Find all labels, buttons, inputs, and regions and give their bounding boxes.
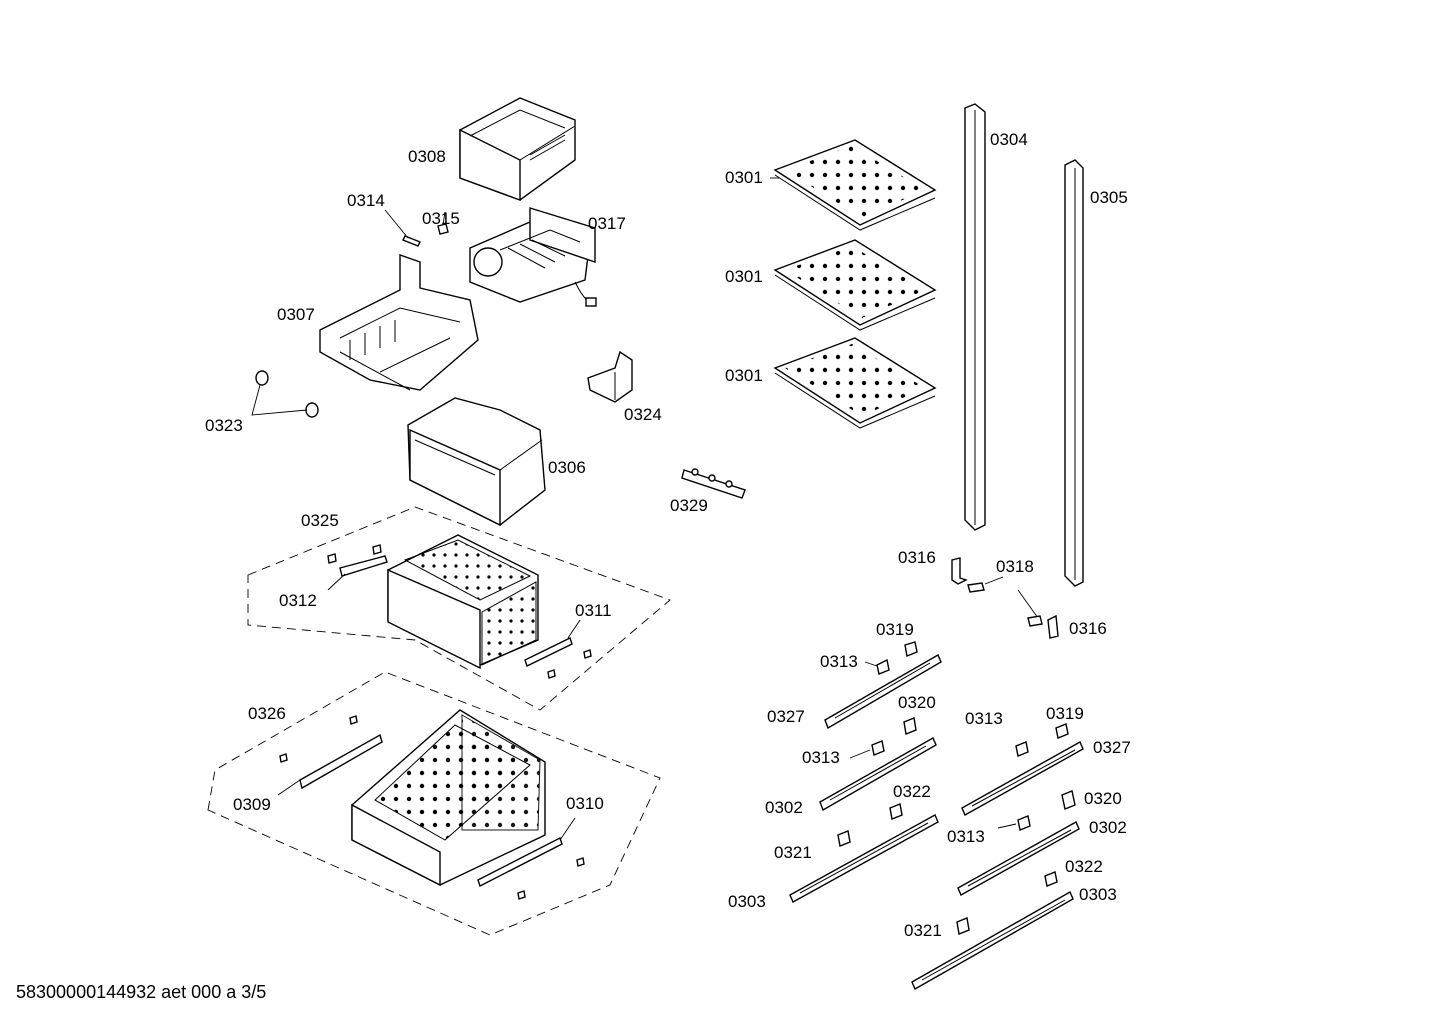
upright-0305 (1064, 159, 1084, 587)
label-0303-left: 0303 (728, 892, 766, 911)
label-0314: 0314 (347, 191, 385, 210)
label-0319-right: 0319 (1046, 704, 1084, 723)
label-0307: 0307 (277, 305, 315, 324)
footer-document-id: 58300000144932 aet 000 a 3/5 (16, 982, 266, 1002)
label-0313-d: 0313 (947, 827, 985, 846)
slide-0303-left (789, 803, 939, 903)
label-0319-left: 0319 (876, 620, 914, 639)
shelf-0301-middle (773, 239, 937, 331)
label-0310: 0310 (566, 794, 604, 813)
slide-0302-left (819, 717, 937, 812)
label-0308: 0308 (408, 147, 446, 166)
label-0318: 0318 (996, 557, 1034, 576)
label-0304: 0304 (990, 130, 1028, 149)
label-0305: 0305 (1090, 188, 1128, 207)
ice-tray-housing-0307 (319, 254, 479, 391)
label-0313-a: 0313 (820, 652, 858, 671)
label-0327-left: 0327 (767, 707, 805, 726)
label-0316-left: 0316 (898, 548, 936, 567)
clip-0314 (384, 209, 421, 247)
label-0301-middle: 0301 (725, 267, 763, 286)
brackets-0316-0318 (951, 557, 1059, 639)
label-0322-right: 0322 (1065, 857, 1103, 876)
label-0302-left: 0302 (765, 798, 803, 817)
bracket-0324 (587, 350, 633, 403)
nut-0315 (437, 211, 449, 235)
label-0322-left: 0322 (893, 782, 931, 801)
label-0309: 0309 (233, 795, 271, 814)
ice-container-0306 (407, 397, 546, 527)
label-0315: 0315 (422, 209, 460, 228)
label-0311: 0311 (575, 601, 612, 620)
slide-0303-right (911, 871, 1074, 990)
label-0326: 0326 (248, 704, 286, 723)
lower-drawer-group-0326 (207, 671, 661, 936)
label-0325: 0325 (301, 511, 339, 530)
ice-maker-0317 (469, 207, 597, 307)
shelf-0301-bottom (773, 337, 937, 429)
slide-0302-right (957, 790, 1080, 896)
label-0320-left: 0320 (898, 693, 936, 712)
upright-0304 (964, 103, 986, 531)
label-0327-right: 0327 (1093, 738, 1131, 757)
label-0324: 0324 (624, 405, 662, 424)
label-0316-right: 0316 (1069, 619, 1107, 638)
label-0302-right: 0302 (1089, 818, 1127, 837)
slide-0327-right (961, 723, 1084, 816)
ice-bucket-0308 (459, 97, 576, 202)
rail-0329 (681, 468, 746, 499)
label-0301-bottom: 0301 (725, 366, 763, 385)
label-0317: 0317 (588, 214, 626, 233)
label-0320-right: 0320 (1084, 789, 1122, 808)
feet-0323 (251, 370, 319, 418)
slide-0327-left (824, 641, 942, 730)
label-0301-top: 0301 (725, 168, 763, 187)
label-0321-left: 0321 (774, 843, 812, 862)
label-0303-right: 0303 (1079, 885, 1117, 904)
label-0329: 0329 (670, 496, 708, 515)
label-0321-right: 0321 (904, 921, 942, 940)
label-0313-b: 0313 (802, 748, 840, 767)
label-0313-c: 0313 (965, 709, 1003, 728)
upper-drawer-group-0325 (247, 506, 671, 711)
label-0306: 0306 (548, 458, 586, 477)
shelf-0301-top (770, 139, 937, 231)
label-0312: 0312 (279, 591, 317, 610)
label-0323: 0323 (205, 416, 243, 435)
